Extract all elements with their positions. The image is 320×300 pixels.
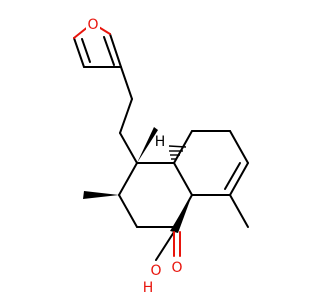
molecule-diagram: O O O H H [73,16,249,296]
bond-furan-c2-c3-double [103,36,115,66]
bond-c3-c4 [229,162,249,196]
structure-canvas: O O O H H [73,16,249,296]
hydroxyl-oxygen-label: O [150,263,161,279]
wedge-c8-methyl [83,191,119,199]
bond-c3-c4-double [224,162,241,190]
bond-c8-c7 [118,194,138,228]
furan-oxygen-label: O [87,17,98,33]
bond-chain-1 [120,66,133,100]
wedge-c5-carboxyl [170,195,192,233]
bond-furan-c4-c5 [73,37,85,68]
bond-furan-c2-c3 [109,33,122,68]
bond-c4-methyl [229,194,249,228]
bond-carboxyl-c-oh [155,231,175,261]
hashed-bond-h [168,145,187,160]
bond-c5-c10 [173,162,193,196]
furan-ring [73,25,122,68]
bond-chain-2 [119,98,133,134]
carbonyl-oxygen-label: O [171,260,182,276]
methyl-groups [83,127,249,228]
bond-furan-c4-c5-double [81,38,91,63]
hydroxyl-hydrogen-label: H [143,280,154,296]
ethyl-linker [119,66,138,164]
wedge-c9-methyl [137,127,158,163]
unsaturated-ring [173,130,249,196]
bond-c2-c3 [229,130,249,164]
hash-4 [168,145,187,148]
carboxylic-acid [155,195,192,261]
bond-chain-3 [119,132,138,164]
ring-junction-hydrogen-label: H [155,134,166,150]
atom-labels: O O O H H [86,16,184,296]
bond-c9-c8 [118,162,138,196]
